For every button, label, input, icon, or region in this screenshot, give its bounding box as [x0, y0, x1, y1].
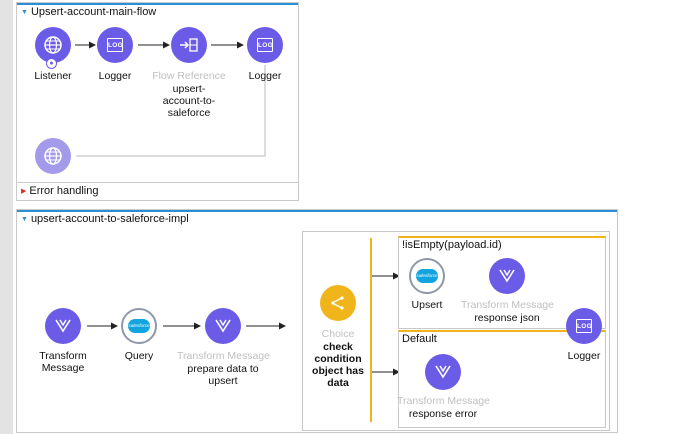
editor-gutter — [0, 0, 13, 434]
expand-triangle-icon[interactable]: ▶ — [21, 188, 27, 195]
choice-node[interactable] — [320, 285, 356, 321]
flow-ref-icon — [180, 38, 198, 52]
transform-message-label-4: Transform Message — [397, 395, 490, 407]
query-label: Query — [124, 350, 154, 362]
transform-icon — [55, 319, 71, 333]
transform-message-label-2: Transform Message — [177, 350, 270, 362]
route-condition: !isEmpty(payload.id) — [402, 239, 502, 251]
log-icon: LOG — [257, 38, 273, 52]
collapse-triangle-icon[interactable]: ▼ — [21, 216, 28, 223]
choice-label: Choice — [321, 328, 355, 340]
upsert-node[interactable]: salesforce — [409, 258, 445, 294]
choice-branch-bar — [370, 238, 372, 422]
choice-route-default[interactable]: Default Transform Message response error — [397, 330, 606, 428]
source-indicator-icon: ● — [46, 58, 57, 69]
transform-message-node-4[interactable] — [425, 354, 461, 390]
choice-icon — [331, 296, 344, 310]
transform-icon — [215, 319, 231, 333]
transform-message-node-2[interactable] — [205, 308, 241, 344]
error-handling-section[interactable]: ▶Error handling — [17, 182, 298, 200]
flow-reference-name: upsert- account-to- saleforce — [162, 83, 216, 119]
flow-upsert-account-to-saleforce-impl[interactable]: ▼upsert-account-to-saleforce-impl Transf… — [16, 209, 618, 433]
logger-label: Logger — [567, 350, 601, 362]
flow-header[interactable]: ▼upsert-account-to-saleforce-impl — [17, 210, 617, 229]
logger-node-2[interactable]: LOG — [247, 27, 283, 63]
transform-message-name-2: prepare data to upsert — [187, 363, 259, 387]
flow-upsert-account-main-flow[interactable]: ▼Upsert-account-main-flow ● Listener LOG… — [16, 2, 299, 201]
logger-label-1: Logger — [98, 70, 132, 82]
response-node[interactable] — [35, 138, 71, 174]
collapse-triangle-icon[interactable]: ▼ — [21, 9, 28, 16]
choice-router-container[interactable]: Choice check condition object has data !… — [302, 231, 610, 431]
flow-reference-label: Flow Reference — [152, 70, 226, 82]
logger-label-2: Logger — [248, 70, 282, 82]
flow-title: upsert-account-to-saleforce-impl — [30, 213, 189, 225]
transform-icon — [435, 365, 451, 379]
choice-name: check condition object has data — [312, 341, 364, 389]
logger-node-1[interactable]: LOG — [97, 27, 133, 63]
listener-node[interactable] — [35, 27, 71, 63]
upsert-label: Upsert — [411, 299, 443, 311]
log-icon: LOG — [576, 319, 592, 333]
flow-title: Upsert-account-main-flow — [30, 6, 157, 18]
flow-reference-node[interactable] — [171, 27, 207, 63]
listener-label: Listener — [34, 70, 72, 82]
transform-message-node-1[interactable] — [45, 308, 81, 344]
log-icon: LOG — [107, 38, 123, 52]
globe-icon — [44, 147, 62, 165]
transform-message-node-3[interactable] — [489, 258, 525, 294]
query-node[interactable]: salesforce — [121, 308, 157, 344]
globe-icon — [44, 36, 62, 54]
flow-header[interactable]: ▼Upsert-account-main-flow — [17, 3, 298, 22]
error-handling-label: Error handling — [29, 185, 99, 197]
salesforce-icon: salesforce — [128, 319, 150, 333]
salesforce-icon: salesforce — [416, 269, 438, 283]
route-default-label: Default — [402, 333, 437, 345]
transform-icon — [499, 269, 515, 283]
transform-message-label-1: Transform Message — [39, 350, 87, 374]
transform-message-name-4: response error — [408, 408, 478, 420]
transform-message-label-3: Transform Message — [461, 299, 554, 311]
transform-message-name-3: response json — [474, 312, 540, 324]
flow-connectors — [75, 41, 266, 157]
logger-node[interactable]: LOG — [566, 308, 602, 344]
